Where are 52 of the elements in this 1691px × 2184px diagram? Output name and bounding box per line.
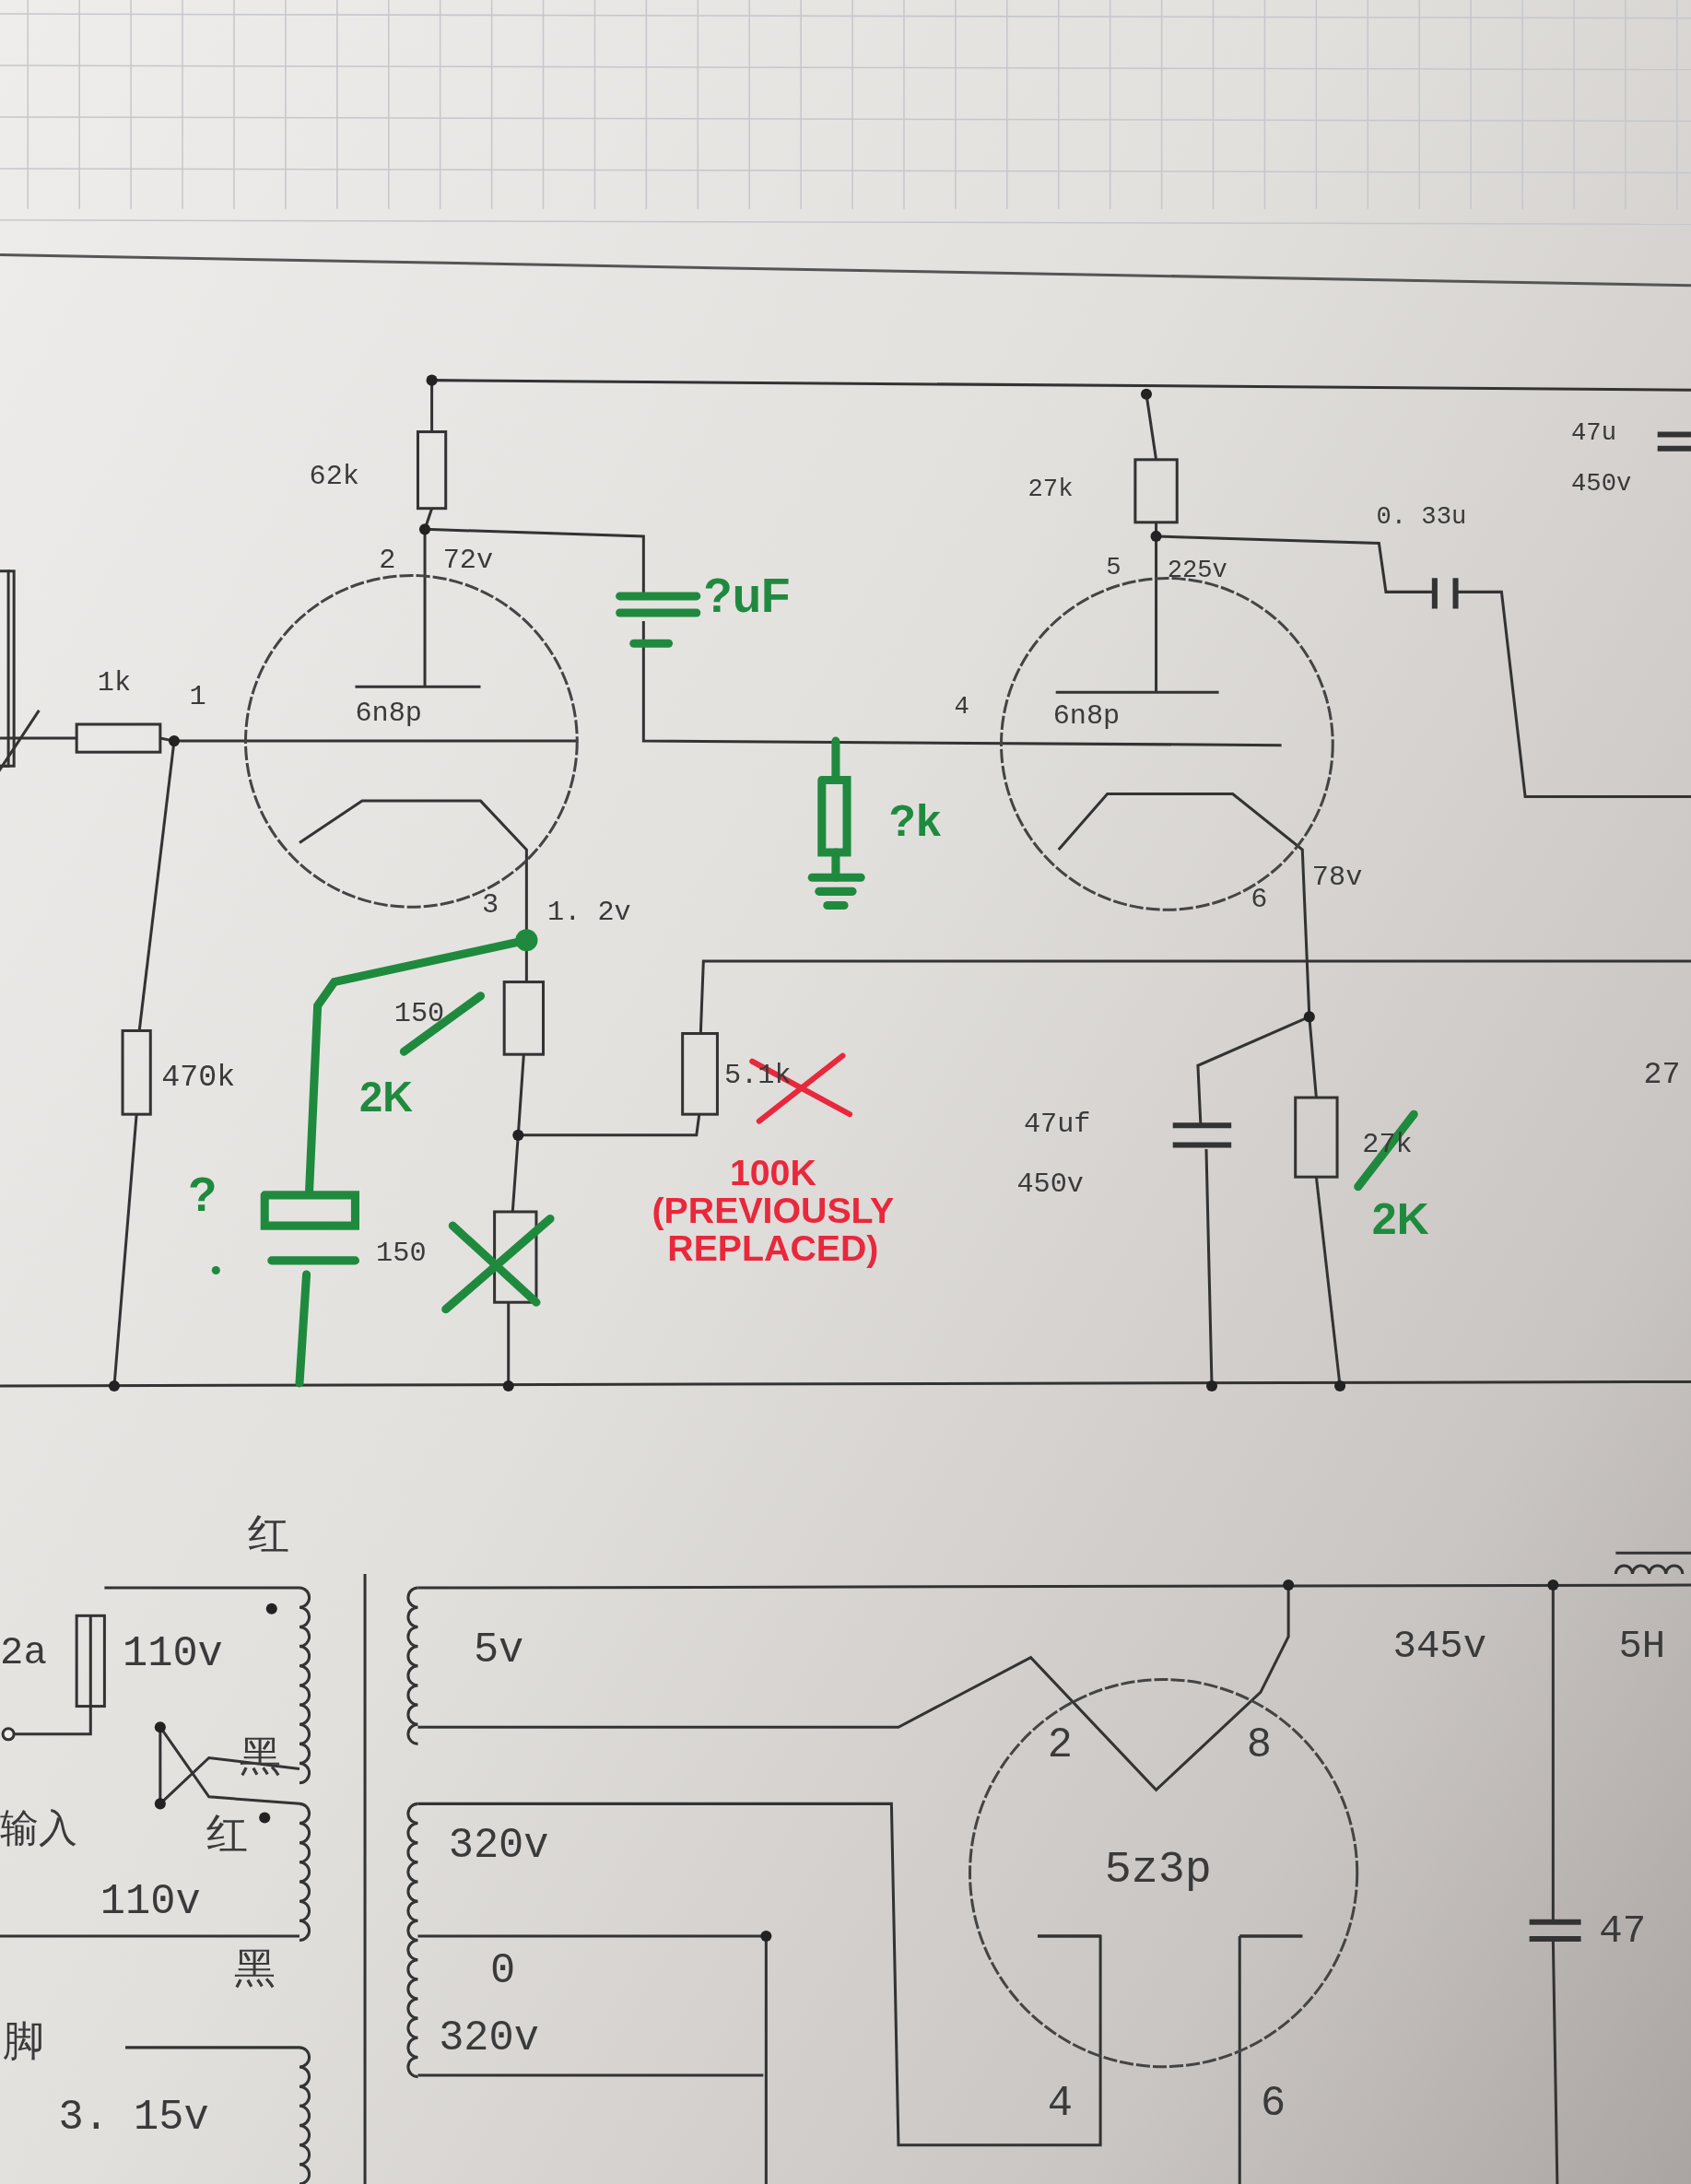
pin-number: 6 (1260, 2082, 1286, 2127)
component-value: 2a (0, 1632, 47, 1673)
component-value: 5H (1618, 1626, 1666, 1668)
voltage-label: 0 (490, 1950, 516, 1994)
pin-number: 4 (1047, 2082, 1073, 2127)
tube-type-label: 6n8p (1052, 701, 1121, 731)
voltage-label: 225v (1167, 557, 1227, 584)
handwritten-note: 100K (PREVIOUSLY REPLACED) (651, 1153, 896, 1268)
voltage-label: 110v (100, 1880, 201, 1925)
component-value: 47 (1599, 1910, 1647, 1953)
voltage-label: 5v (473, 1629, 524, 1674)
voltage-label: 1. 2v (547, 898, 631, 928)
component-value: 450v (1016, 1169, 1084, 1200)
pin-number: 4 (954, 693, 969, 721)
pin-number: 5 (1106, 554, 1121, 581)
wire-color-label: 黑 (233, 1950, 276, 1994)
component-value: 450v (1571, 470, 1632, 498)
voltage-label: 3. 15v (58, 2096, 209, 2141)
component-value: 27k (1028, 476, 1074, 503)
tube-type-label: 6n8p (355, 699, 422, 727)
component-value: 150 (393, 1000, 445, 1029)
tube-type-label: 5z3p (1104, 1848, 1212, 1894)
component-value: 470k (161, 1061, 236, 1094)
voltage-label: 72v (442, 546, 494, 576)
handwritten-note: ?k (888, 796, 941, 844)
handwritten-note: 2K (358, 1074, 413, 1120)
pin-number: 2 (379, 546, 396, 576)
terminal-label: 输入 (0, 1811, 77, 1852)
voltage-label: 110v (123, 1632, 223, 1677)
pin-number: 2 (1047, 1724, 1073, 1768)
component-value: 47uf (1023, 1110, 1091, 1140)
wire-color-label: 红 (206, 1814, 248, 1860)
component-value: 150 (376, 1239, 427, 1269)
voltage-label: 78v (1311, 863, 1363, 893)
handwritten-note: ?uF (703, 570, 791, 621)
component-value: 47u (1571, 420, 1616, 448)
voltage-label: 320v (448, 1825, 549, 1869)
component-value: 27 (1643, 1058, 1681, 1091)
tube-symbol (968, 1678, 1358, 2069)
pin-number: 1 (189, 682, 206, 712)
pin-number: 8 (1246, 1724, 1272, 1768)
component-value: 1k (97, 668, 132, 699)
component-value: 62k (309, 462, 359, 492)
pin-number: 6 (1251, 886, 1268, 916)
terminal-label: 脚 (3, 2022, 44, 2067)
component-value: 0. 33u (1376, 504, 1467, 531)
pin-number: 3 (482, 891, 499, 922)
handwritten-note: ? (188, 1169, 217, 1220)
voltage-label: 320v (439, 2016, 539, 2061)
handwritten-note: 2K (1371, 1194, 1429, 1242)
wire-color-label: 红 (248, 1515, 290, 1560)
voltage-label: 345v (1392, 1626, 1487, 1668)
